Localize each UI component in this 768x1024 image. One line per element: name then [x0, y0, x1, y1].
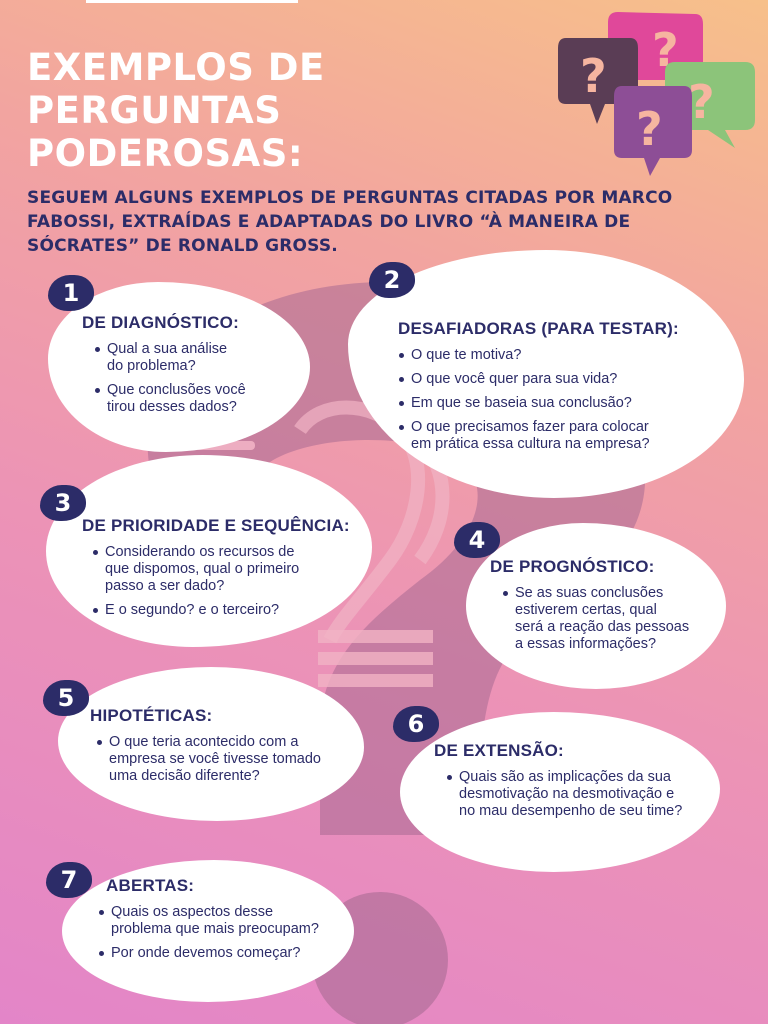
- badge-number-7: 7: [46, 862, 92, 898]
- question-list: Considerando os recursos de que dispomos…: [82, 544, 372, 619]
- list-item: Quais os aspectos desse problema que mai…: [98, 904, 356, 938]
- badge-number-2: 2: [369, 262, 415, 298]
- badge-number-5: 5: [43, 680, 89, 716]
- svg-text:?: ?: [636, 102, 663, 156]
- question-list: O que teria acontecido com a empresa se …: [90, 734, 360, 785]
- section-diagnostico: DE DIAGNÓSTICO: Qual a sua análise do pr…: [82, 313, 302, 423]
- blob-7: [62, 860, 354, 1002]
- list-item: Se as suas conclusões estiverem certas, …: [502, 585, 720, 653]
- section-heading: DE PRIORIDADE E SEQUÊNCIA:: [82, 516, 350, 535]
- list-item: Qual a sua análise do problema?: [94, 341, 302, 375]
- list-item: Considerando os recursos de que dispomos…: [92, 544, 372, 595]
- list-item: Por onde devemos começar?: [98, 945, 356, 962]
- section-heading: HIPOTÉTICAS:: [90, 706, 213, 725]
- bubble-purple-icon: ?: [614, 86, 692, 176]
- badge-number-1: 1: [48, 275, 94, 311]
- svg-text:?: ?: [688, 75, 715, 129]
- section-prioridade: DE PRIORIDADE E SEQUÊNCIA: Considerando …: [82, 516, 372, 626]
- section-extensao: DE EXTENSÃO: Quais são as implicações da…: [434, 741, 718, 827]
- page-title: EXEMPLOS DE PERGUNTAS PODEROSAS:: [27, 46, 325, 175]
- blob-5: [58, 667, 364, 821]
- section-heading: DE PROGNÓSTICO:: [490, 557, 655, 576]
- speech-bubbles-icon: ? ? ? ?: [558, 12, 755, 176]
- list-item: Que conclusões você tirou desses dados?: [94, 382, 302, 416]
- question-list: Quais os aspectos desse problema que mai…: [98, 904, 356, 962]
- list-item: O que te motiva?: [398, 347, 718, 364]
- blob-6: [400, 712, 720, 872]
- list-item: E o segundo? e o terceiro?: [92, 602, 372, 619]
- list-item: Em que se baseia sua conclusão?: [398, 395, 718, 412]
- badge-number-6: 6: [393, 706, 439, 742]
- badge-number-4: 4: [454, 522, 500, 558]
- badge-number-3: 3: [40, 485, 86, 521]
- section-desafiadoras: DESAFIADORAS (PARA TESTAR): O que te mot…: [398, 319, 718, 460]
- blob-2: [348, 250, 744, 498]
- section-heading: DE DIAGNÓSTICO:: [82, 313, 239, 332]
- section-heading: DE EXTENSÃO:: [434, 741, 564, 760]
- top-white-bar: [86, 0, 298, 3]
- question-list: O que te motiva? O que você quer para su…: [398, 347, 718, 453]
- question-list: Qual a sua análise do problema? Que conc…: [82, 341, 302, 416]
- question-list: Quais são as implicações da sua desmotiv…: [434, 769, 718, 820]
- blob-3: [46, 455, 372, 647]
- section-heading: ABERTAS:: [106, 876, 195, 895]
- intro-text: SEGUEM ALGUNS EXEMPLOS DE PERGUNTAS CITA…: [27, 188, 673, 256]
- question-list: Se as suas conclusões estiverem certas, …: [490, 585, 720, 653]
- list-item: O que precisamos fazer para colocar em p…: [398, 419, 718, 453]
- list-item: Quais são as implicações da sua desmotiv…: [446, 769, 718, 820]
- section-heading: DESAFIADORAS (PARA TESTAR):: [398, 319, 679, 338]
- svg-text:?: ?: [580, 49, 607, 103]
- section-abertas: ABERTAS: Quais os aspectos desse problem…: [99, 876, 356, 969]
- list-item: O que você quer para sua vida?: [398, 371, 718, 388]
- list-item: O que teria acontecido com a empresa se …: [96, 734, 360, 785]
- section-prognostico: DE PROGNÓSTICO: Se as suas conclusões es…: [490, 557, 720, 660]
- section-hipoteticas: HIPOTÉTICAS: O que teria acontecido com …: [90, 706, 360, 792]
- blob-4: [466, 523, 726, 689]
- blob-1: [48, 282, 310, 452]
